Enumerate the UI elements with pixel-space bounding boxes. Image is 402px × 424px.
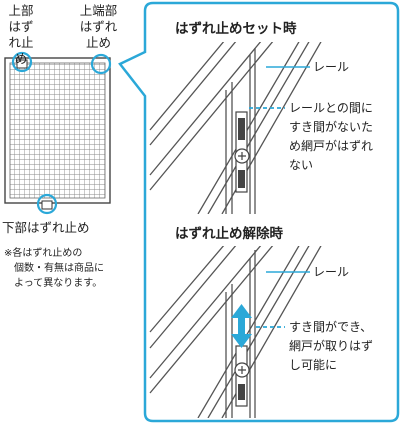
description-line: し可能に <box>289 358 338 372</box>
description-line: レールとの間に <box>289 101 373 115</box>
note-line: 個数・有無は商品に <box>14 263 104 274</box>
lock-set-description: レールとの間に すき間がないた め網戸がはずれ ない <box>289 99 397 175</box>
lock-release-illustration <box>149 246 322 418</box>
upper-lock-marker <box>11 51 33 73</box>
bottom-lock-marker <box>36 193 58 215</box>
detail-panel-callout <box>118 1 400 423</box>
description-line: すき間がないた <box>289 120 374 134</box>
lock-set-illustration <box>149 42 322 214</box>
bottom-lock-label: 下部はずれ止め <box>2 220 90 235</box>
rail-label-set: レール <box>313 60 350 74</box>
description-line: すき間ができ、 <box>289 320 373 334</box>
screen-door-frame <box>4 57 111 204</box>
lock-set-title: はずれ止めセット時 <box>175 21 297 37</box>
description-line: め網戸がはずれ <box>289 139 374 153</box>
product-note: ※各はずれ止めの 個数・有無は商品に よって異なります。 <box>4 246 134 291</box>
gap-double-arrow <box>231 304 252 348</box>
upper-lock-label: 上部はずれ止め <box>8 3 34 66</box>
top-edge-lock-marker <box>90 53 112 75</box>
note-line: よって異なります。 <box>14 278 103 289</box>
note-line: ※各はずれ止めの <box>4 248 83 259</box>
description-line: 網戸が取りはず <box>289 339 374 353</box>
lock-release-description: すき間ができ、 網戸が取りはず し可能に <box>289 318 397 375</box>
description-line: ない <box>289 158 314 172</box>
top-edge-lock-label: 上端部はずれ止め <box>79 3 118 50</box>
rail-label-release: レール <box>313 265 350 279</box>
lock-release-title: はずれ止め解除時 <box>175 226 283 242</box>
